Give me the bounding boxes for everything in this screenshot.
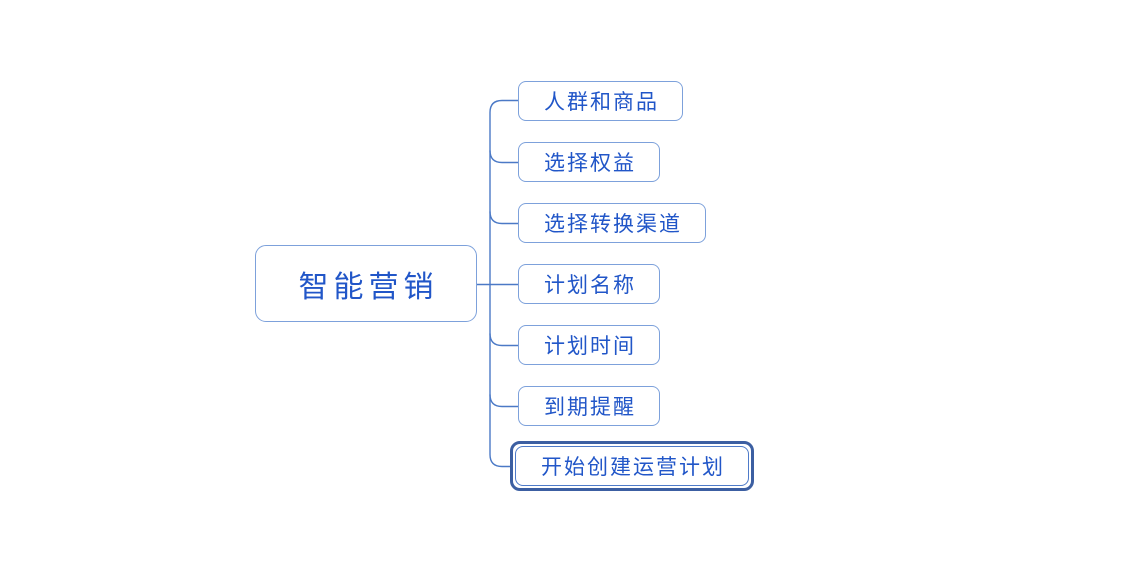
node-root-label: 智能营销 xyxy=(298,269,439,305)
node-plan-name[interactable]: 计划名称 xyxy=(518,264,660,304)
node-label: 开始创建运营计划 xyxy=(541,455,725,479)
connector-to-child6 xyxy=(489,394,518,408)
connector-trunk xyxy=(489,99,518,468)
node-select-conversion-channel[interactable]: 选择转换渠道 xyxy=(518,203,706,243)
connector-to-child5 xyxy=(489,333,518,347)
connector-to-child2 xyxy=(489,150,518,164)
selected-node-outline: 开始创建运营计划 xyxy=(510,441,754,491)
node-label: 到期提醒 xyxy=(544,395,636,419)
node-label: 计划名称 xyxy=(544,273,636,297)
node-audience-products[interactable]: 人群和商品 xyxy=(518,81,683,121)
node-label: 计划时间 xyxy=(544,334,636,358)
node-expiry-reminder[interactable]: 到期提醒 xyxy=(518,386,660,426)
node-label: 选择转换渠道 xyxy=(544,212,682,236)
node-label: 选择权益 xyxy=(544,151,636,175)
node-start-create-operation-plan[interactable]: 开始创建运营计划 xyxy=(515,446,749,486)
node-label: 人群和商品 xyxy=(544,90,659,114)
node-root[interactable]: 智能营销 xyxy=(255,245,477,322)
connector-to-child3 xyxy=(489,211,518,225)
node-plan-time[interactable]: 计划时间 xyxy=(518,325,660,365)
node-select-benefits[interactable]: 选择权益 xyxy=(518,142,660,182)
